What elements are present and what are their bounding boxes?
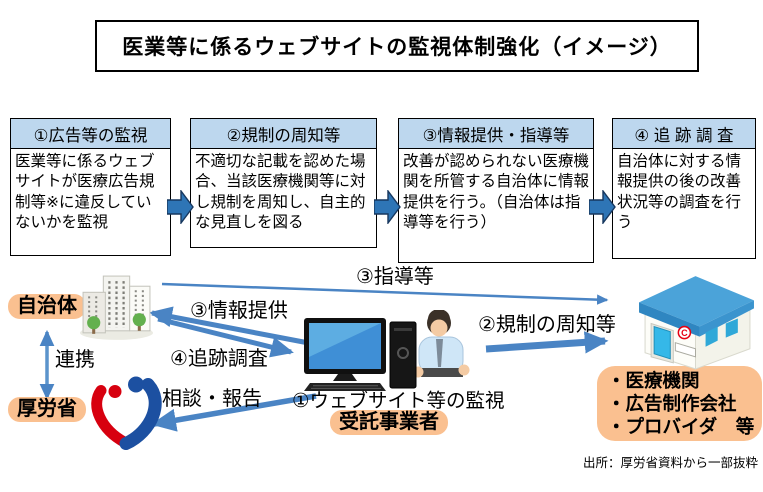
local-government-label: 自治体 — [8, 294, 86, 319]
process-box-1-body: 医業等に係るウェブサイトが医療広告規制等※に違反していないかを監視 — [15, 153, 155, 232]
info-provision-label: ③情報提供 — [190, 300, 288, 322]
process-box-4-body: 自治体に対する情報提供の後の改善状況等の調査を行う — [617, 153, 742, 232]
process-box-4: ④ 追 跡 調 査 自治体に対する情報提供の後の改善状況等の調査を行う — [612, 118, 756, 259]
process-box-1-header: ①広告等の監視 — [11, 119, 170, 149]
consult-report-label: 相談・報告 — [162, 388, 262, 410]
recipient-medical-institution: ・医療機関 — [607, 370, 700, 391]
regulation-notice-arrow — [485, 331, 609, 354]
step-arrow-1-icon — [167, 190, 194, 224]
contractor-label: 受託事業者 — [330, 410, 448, 435]
process-box-1: ①広告等の監視 医業等に係るウェブサイトが医療広告規制等※に違反していないかを監… — [10, 118, 171, 256]
government-building-icon — [80, 275, 153, 340]
mhlw-label: 厚労省 — [8, 397, 86, 422]
guidance-label: ③指導等 — [356, 266, 434, 288]
mhlw-heart-logo-icon — [91, 376, 162, 450]
process-box-2-header: ②規制の周知等 — [191, 119, 376, 149]
step-arrow-2-icon — [374, 190, 401, 224]
recipient-provider: ・プロバイダ 等 — [607, 416, 755, 437]
process-box-3: ③情報提供・指導等 改善が認められない医療機関を所管する自治体に情報提供を行う。… — [398, 118, 594, 263]
process-box-2-body: 不適切な記載を認めた場合、当該医療機関等に対し規制を周知し、自主的な見直しを図る — [195, 153, 366, 232]
computer-and-worker-icon — [304, 310, 470, 391]
process-box-2: ②規制の周知等 不適切な記載を認めた場合、当該医療機関等に対し規制を周知し、自主… — [190, 118, 377, 248]
process-box-3-body: 改善が認められない医療機関を所管する自治体に情報提供を行う。（自治体は指導等を行… — [403, 153, 590, 232]
source-note: 出所：厚労省資料から一部抜粋 — [582, 456, 758, 470]
process-box-4-header: ④ 追 跡 調 査 — [613, 119, 755, 149]
step-arrow-3-icon — [589, 190, 616, 224]
website-monitoring-label: ①ウェブサイト等の監視 — [292, 390, 505, 412]
page-title: 医業等に係るウェブサイトの監視体制強化（イメージ） — [95, 20, 699, 72]
regulation-notice-label: ②規制の周知等 — [478, 314, 616, 336]
svg-text:C: C — [681, 328, 688, 338]
clinic-store-icon: C — [639, 276, 754, 370]
recipients-list: ・医療機関 ・広告制作会社 ・プロバイダ 等 — [597, 366, 763, 441]
recipient-ad-production-company: ・広告制作会社 — [607, 393, 737, 414]
follow-up-survey-label: ④追跡調査 — [170, 348, 268, 370]
cooperation-label: 連携 — [55, 349, 95, 371]
process-box-3-header: ③情報提供・指導等 — [399, 119, 593, 149]
